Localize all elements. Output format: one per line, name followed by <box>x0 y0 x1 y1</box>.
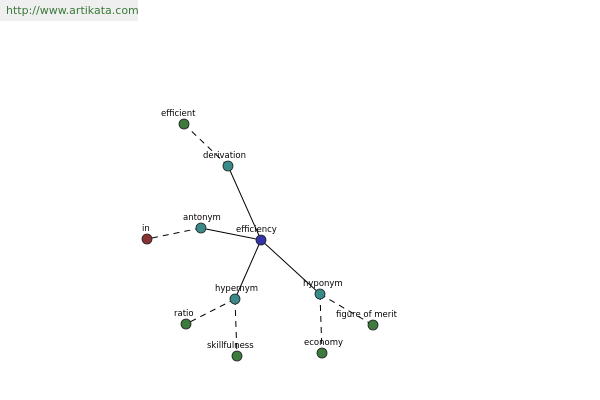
node-skillfulness[interactable] <box>231 350 243 362</box>
edge-efficiency-antonym <box>200 227 262 241</box>
label-economy: economy <box>304 338 343 348</box>
label-ratio: ratio <box>174 309 194 319</box>
node-economy[interactable] <box>316 347 328 359</box>
label-efficient: efficient <box>161 109 196 119</box>
edge-efficiency-hypernym <box>234 239 262 300</box>
label-skillfulness: skillfulness <box>207 341 254 351</box>
edge-hypernym-ratio <box>185 298 236 325</box>
edge-efficiency-hyponym <box>260 239 321 295</box>
node-efficient[interactable] <box>178 118 190 130</box>
label-hyponym: hyponym <box>303 279 343 289</box>
label-hypernym: hypernym <box>215 284 258 294</box>
edge-antonym-in <box>146 227 202 240</box>
node-antonym[interactable] <box>195 222 207 234</box>
node-in[interactable] <box>141 233 153 245</box>
node-hypernym[interactable] <box>229 293 241 305</box>
label-in: in <box>142 224 150 234</box>
label-figure-of-merit: figure of merit <box>336 310 398 320</box>
node-figure-of-merit[interactable] <box>367 319 379 331</box>
label-efficiency: efficiency <box>236 225 277 235</box>
edge-hyponym-economy <box>319 293 323 354</box>
label-antonym: antonym <box>183 213 221 223</box>
node-derivation[interactable] <box>222 160 234 172</box>
node-efficiency[interactable] <box>255 234 267 246</box>
edge-hypernym-skillfulness <box>234 298 238 357</box>
label-derivation: derivation <box>203 151 246 161</box>
source-url[interactable]: http://www.artikata.com <box>0 0 139 21</box>
node-ratio[interactable] <box>180 318 192 330</box>
node-hyponym[interactable] <box>314 288 326 300</box>
edge-efficiency-derivation <box>227 165 262 241</box>
